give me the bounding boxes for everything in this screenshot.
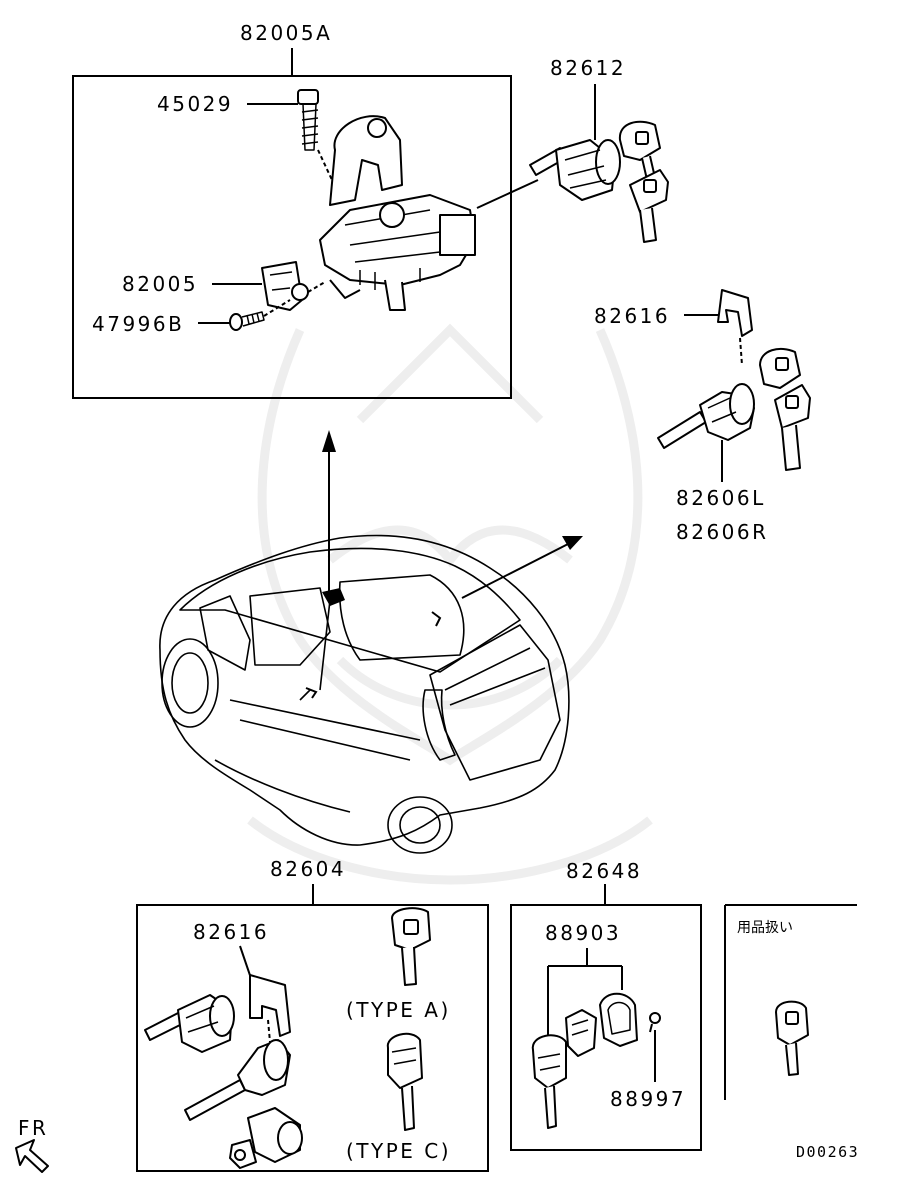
bracket-82616-lower-part bbox=[249, 974, 291, 1043]
bracket-82616-upper-part bbox=[717, 289, 753, 366]
label-82606r: 82606R bbox=[676, 520, 769, 544]
steering-lock-housing-part bbox=[319, 115, 476, 311]
key-82612-lower bbox=[629, 169, 669, 243]
label-fr: FR bbox=[18, 1116, 48, 1140]
key-82606-lower bbox=[774, 384, 811, 471]
diagram-code: D00263 bbox=[796, 1143, 859, 1161]
arrow-up-head bbox=[322, 430, 336, 452]
label-82604: 82604 bbox=[270, 857, 346, 881]
label-type-c: (TYPE C) bbox=[346, 1139, 451, 1163]
key-cover-inner-part bbox=[565, 1009, 597, 1057]
ignition-assembly-group: 82005A 45029 82005 bbox=[72, 21, 512, 399]
key-kit-82648-frame bbox=[510, 904, 702, 1151]
label-88997: 88997 bbox=[610, 1087, 686, 1111]
bolt-47996b-part bbox=[229, 299, 291, 331]
vehicle-illustration bbox=[159, 534, 570, 854]
lock-set-82604-frame bbox=[136, 904, 489, 1172]
key-82606-upper bbox=[759, 347, 801, 389]
ignition-location-marker bbox=[322, 588, 345, 606]
key-cover-outer-part bbox=[599, 992, 638, 1047]
label-type-a: (TYPE A) bbox=[346, 998, 451, 1022]
label-88903: 88903 bbox=[545, 921, 621, 945]
label-82616-upper: 82616 bbox=[594, 304, 670, 328]
key-type-a-part bbox=[391, 907, 431, 986]
label-47996b: 47996B bbox=[92, 312, 184, 336]
label-accessory-note: 用品扱い bbox=[737, 920, 793, 936]
label-82612: 82612 bbox=[550, 56, 626, 80]
label-82606l: 82606L bbox=[676, 486, 766, 510]
label-82005: 82005 bbox=[122, 272, 198, 296]
front-direction-indicator: FR bbox=[15, 1116, 49, 1173]
key-blank-88903-part bbox=[531, 1034, 567, 1129]
watermark-emblem bbox=[247, 323, 653, 885]
label-82648: 82648 bbox=[566, 859, 642, 883]
lock-cylinder-82612-part bbox=[529, 139, 621, 201]
bracket-82005-part bbox=[261, 261, 326, 311]
label-82616-lower: 82616 bbox=[193, 920, 269, 944]
callout-arrows bbox=[322, 430, 583, 599]
screw-88997-part bbox=[649, 1012, 661, 1082]
label-82005a: 82005A bbox=[240, 21, 332, 45]
trunk-cylinder-lower-part bbox=[229, 1107, 303, 1169]
door-cylinder-lower-part bbox=[184, 1039, 291, 1121]
accessory-group: 用品扱い bbox=[724, 904, 857, 1100]
key-kit-82648-group: 82648 88903 88997 bbox=[510, 859, 702, 1151]
label-45029: 45029 bbox=[157, 92, 233, 116]
arrow-right-head bbox=[562, 536, 583, 550]
lock-cylinder-82612-group: 82612 bbox=[529, 56, 669, 243]
key-type-c-part bbox=[386, 1032, 423, 1131]
lock-set-82604-group: 82604 82616 bbox=[136, 857, 489, 1172]
door-cylinder-82606-part bbox=[657, 383, 755, 449]
screw-45029-part bbox=[297, 89, 333, 181]
ignition-cylinder-lower-part bbox=[144, 994, 235, 1053]
door-cylinder-group: 82616 82606L 82606R bbox=[594, 289, 811, 544]
key-accessory-part bbox=[775, 1000, 809, 1076]
